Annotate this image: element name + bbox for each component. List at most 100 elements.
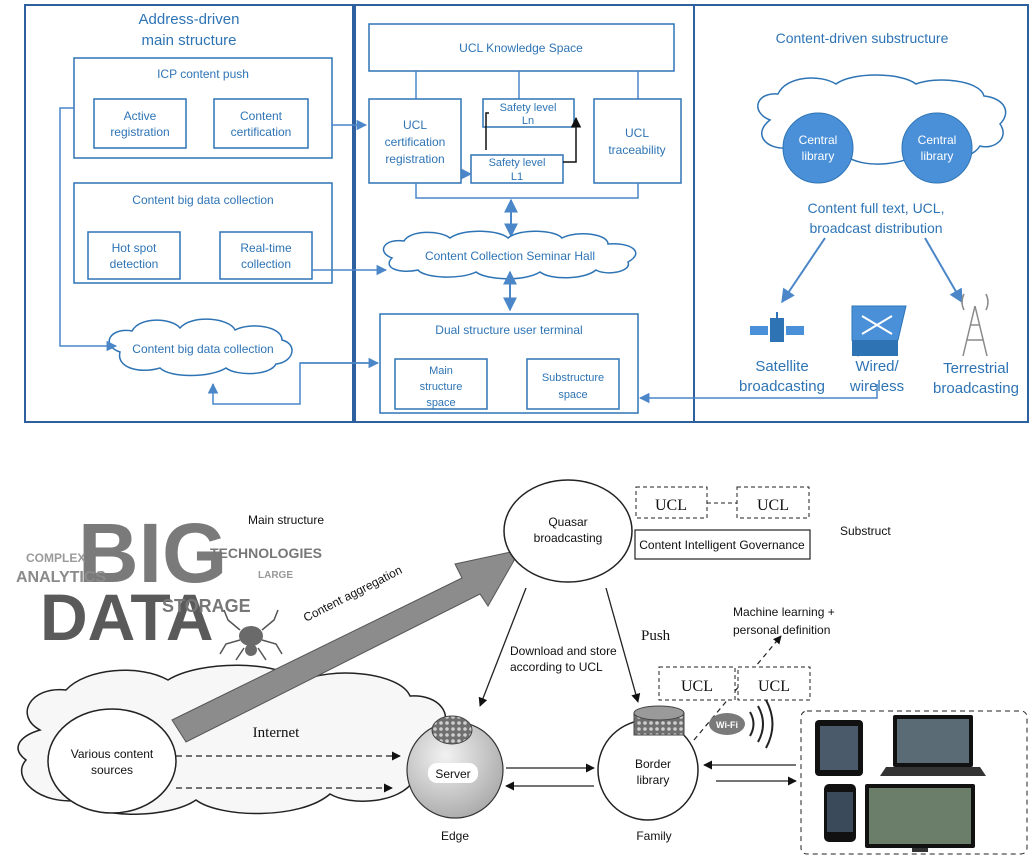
content-aggregation-arrow [171,549,521,743]
ml-label-2: personal definition [733,623,830,637]
wireless-to-terminal-arrow [638,384,878,404]
central-library-2-label: Central [918,133,957,147]
active-registration-label: Active [124,109,157,123]
sub-space-label: Substructure [542,372,604,384]
router-icon [851,305,907,357]
ml-label: Machine learning + [733,605,835,619]
terrestrial-label: Terrestrial [943,360,1009,377]
hot-spot-label-2: detection [110,257,159,271]
hot-spot-label: Hot spot [112,241,157,255]
content-certification-label: Content [240,109,283,123]
ucl-traceability-box [593,98,682,184]
dual-terminal-label: Dual structure user terminal [435,323,582,337]
central-library-1 [782,112,854,184]
seminar-hall-label: Content Collection Seminar Hall [425,249,595,263]
knowledge-space-label: UCL Knowledge Space [459,41,583,55]
main-space-label-2: structure [420,381,463,393]
main-structure-label: Main structure [248,513,324,527]
ucl-box-a-label: UCL [655,497,687,514]
safety-ln-label: Safety level [500,102,557,114]
tower-icon [961,293,989,357]
left-panel-title-2: main structure [141,32,236,49]
seminar-hall-cloud [382,230,637,280]
tablet-icon [815,720,863,776]
sub-space-box [526,358,620,410]
substruct-label: Substruct [840,524,891,538]
ucl-traceability-label-2: traceability [608,143,665,157]
quasar-label: Quasar [548,515,587,529]
push-label: Push [641,628,671,644]
right-panel-title: Content-driven substructure [776,30,949,46]
laptop-icon [880,715,986,776]
wired-label: Wired/ [855,358,899,375]
various-sources-label-2: sources [91,763,133,777]
right-panel-frame [693,4,1029,423]
main-space-box [394,358,488,410]
wifi-label: Wi-Fi [716,720,738,730]
big-data-cloud-label: Content big data collection [132,342,273,356]
left-panel-frame [24,4,354,423]
bottom-bracket [415,183,639,199]
server-label-pad [428,763,478,783]
ucl-certification-box [368,98,462,184]
sub-space-label-2: space [558,389,587,401]
ucl-box-b [736,486,810,519]
download-store-label-2: according to UCL [510,660,603,674]
left-panel-title: Address-driven [139,11,240,28]
ucl-certification-label-3: registration [385,152,444,166]
quasar-label-2: broadcasting [534,531,603,545]
main-space-label: Main [429,365,453,377]
border-library-label-2: library [637,773,670,787]
server-label: Server [435,767,470,781]
quasar-to-library-arrow [605,587,641,703]
content-certification-label-2: certification [231,125,292,139]
wordcloud-technologies: TECHNOLOGIES [210,545,322,561]
ucl-traceability-label: UCL [625,126,649,140]
satellite-label-2: broadcasting [739,378,825,395]
wordcloud-complex: COMPLEX [26,551,85,565]
wordcloud-data: DATA [40,580,214,654]
ucl-box-c-label: UCL [681,678,713,695]
big-data-cloud [108,318,293,377]
various-sources-node [47,708,177,814]
bottom-diagram: BIG DATA ANALYTICS COMPLEX TECHNOLOGIES … [16,479,1028,855]
wordcloud-analytics: ANALYTICS [16,569,106,586]
content-certification-box [213,98,309,149]
realtime-box [219,231,313,280]
spider-icon [219,609,283,661]
wordcloud-big: BIG [78,506,227,600]
satellite-icon [750,312,804,342]
internet-label: Internet [253,725,300,741]
central-library-2 [901,112,973,184]
wifi-icon: Wi-Fi [709,699,774,749]
realtime-label: Real-time [240,241,292,255]
icp-side-connector [59,107,118,352]
hot-spot-box [87,231,181,280]
wordcloud-storage: STORAGE [162,596,251,616]
central-library-1-label-2: library [802,149,835,163]
knowledge-space-box [368,23,675,72]
big-data-wordcloud: BIG DATA ANALYTICS COMPLEX TECHNOLOGIES … [16,506,322,654]
big-data-collection-label: Content big data collection [132,193,273,207]
border-library-label: Border [635,757,671,771]
icp-push-label: ICP content push [157,67,249,81]
ucl-box-b-label: UCL [757,497,789,514]
distribution-label: Content full text, UCL, [808,200,945,216]
ucl-box-d [737,666,811,701]
governance-label: Content Intelligent Governance [639,538,805,552]
top-diagram: Address-driven main structure ICP conten… [24,4,1029,423]
safety-ln-label-2: Ln [522,115,534,127]
active-registration-label-2: registration [110,125,169,139]
central-library-1-label: Central [799,133,838,147]
quasar-to-server-arrow [478,587,527,707]
distribution-label-2: broadcast distribution [809,220,942,236]
wordcloud-large: LARGE [258,570,293,581]
realtime-label-2: collection [241,257,291,271]
safety-loop-2 [563,116,582,163]
terrestrial-label-2: broadcasting [933,380,1019,397]
ucl-certification-label: UCL [403,118,427,132]
active-registration-box [93,98,187,149]
satellite-label: Satellite [755,358,808,375]
safety-l1-box [470,154,564,184]
governance-box [634,529,811,560]
